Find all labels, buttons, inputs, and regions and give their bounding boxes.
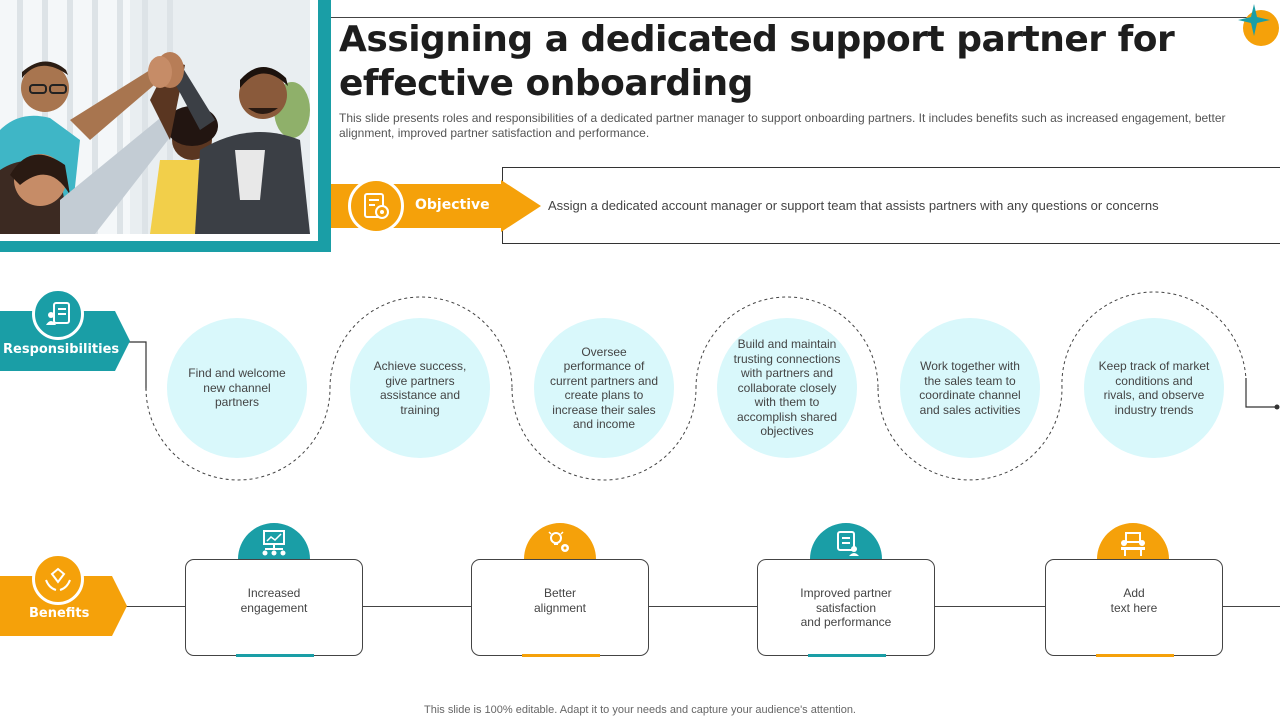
responsibility-item: Oversee performance of current partners … bbox=[534, 318, 674, 458]
meeting-people-icon bbox=[1119, 529, 1147, 557]
responsibility-item: Achieve success, give partners assistanc… bbox=[350, 318, 490, 458]
responsibilities-label: Responsibilities bbox=[3, 342, 120, 357]
benefit-pin bbox=[810, 523, 882, 567]
team-high-five-photo bbox=[0, 0, 310, 234]
title-top-rule bbox=[331, 17, 1256, 18]
responsibility-item: Keep track of market conditions and riva… bbox=[1084, 318, 1224, 458]
benefits-tag bbox=[0, 576, 127, 636]
network-chart-icon bbox=[260, 529, 288, 557]
benefits-connector-line bbox=[120, 606, 1280, 607]
benefit-underline bbox=[522, 654, 600, 657]
benefit-underline bbox=[236, 654, 314, 657]
benefit-card: Add text here bbox=[1045, 559, 1223, 657]
benefits-label: Benefits bbox=[29, 606, 90, 621]
objective-text: Assign a dedicated account manager or su… bbox=[548, 198, 1159, 213]
benefit-card: Better alignment bbox=[471, 559, 649, 657]
responsibility-wave-connector bbox=[122, 291, 1280, 481]
lightbulb-gears-icon bbox=[546, 529, 574, 557]
objective-box bbox=[502, 167, 1280, 244]
slide-footer: This slide is 100% editable. Adapt it to… bbox=[424, 704, 856, 716]
responsibility-item: Work together with the sales team to coo… bbox=[900, 318, 1040, 458]
responsibility-item: Find and welcome new channel partners bbox=[167, 318, 307, 458]
benefit-text: Improved partner satisfaction and perfor… bbox=[800, 586, 892, 629]
benefit-pin bbox=[524, 523, 596, 567]
responsibility-item: Build and maintain trusting connections … bbox=[717, 318, 857, 458]
benefit-pin bbox=[1097, 523, 1169, 567]
benefit-underline bbox=[808, 654, 886, 657]
slide-title: Assigning a dedicated support partner fo… bbox=[339, 19, 1175, 104]
benefit-card: Increased engagement bbox=[185, 559, 363, 657]
target-document-icon bbox=[348, 178, 404, 234]
benefit-text: Better alignment bbox=[533, 586, 587, 615]
checklist-person-icon bbox=[832, 529, 860, 557]
slide-subtitle: This slide presents roles and responsibi… bbox=[339, 111, 1226, 140]
star-badge-icon bbox=[1236, 2, 1280, 48]
person-checklist-icon bbox=[32, 288, 84, 340]
benefit-text: Increased engagement bbox=[240, 586, 308, 615]
benefit-text: Add text here bbox=[1110, 586, 1158, 615]
objective-label: Objective bbox=[415, 197, 490, 213]
hands-diamond-icon bbox=[32, 553, 84, 605]
responsibilities-tag bbox=[0, 311, 130, 371]
photo-frame bbox=[0, 0, 331, 252]
benefit-card: Improved partner satisfaction and perfor… bbox=[757, 559, 935, 657]
benefit-underline bbox=[1096, 654, 1174, 657]
photo-border bbox=[0, 0, 318, 241]
